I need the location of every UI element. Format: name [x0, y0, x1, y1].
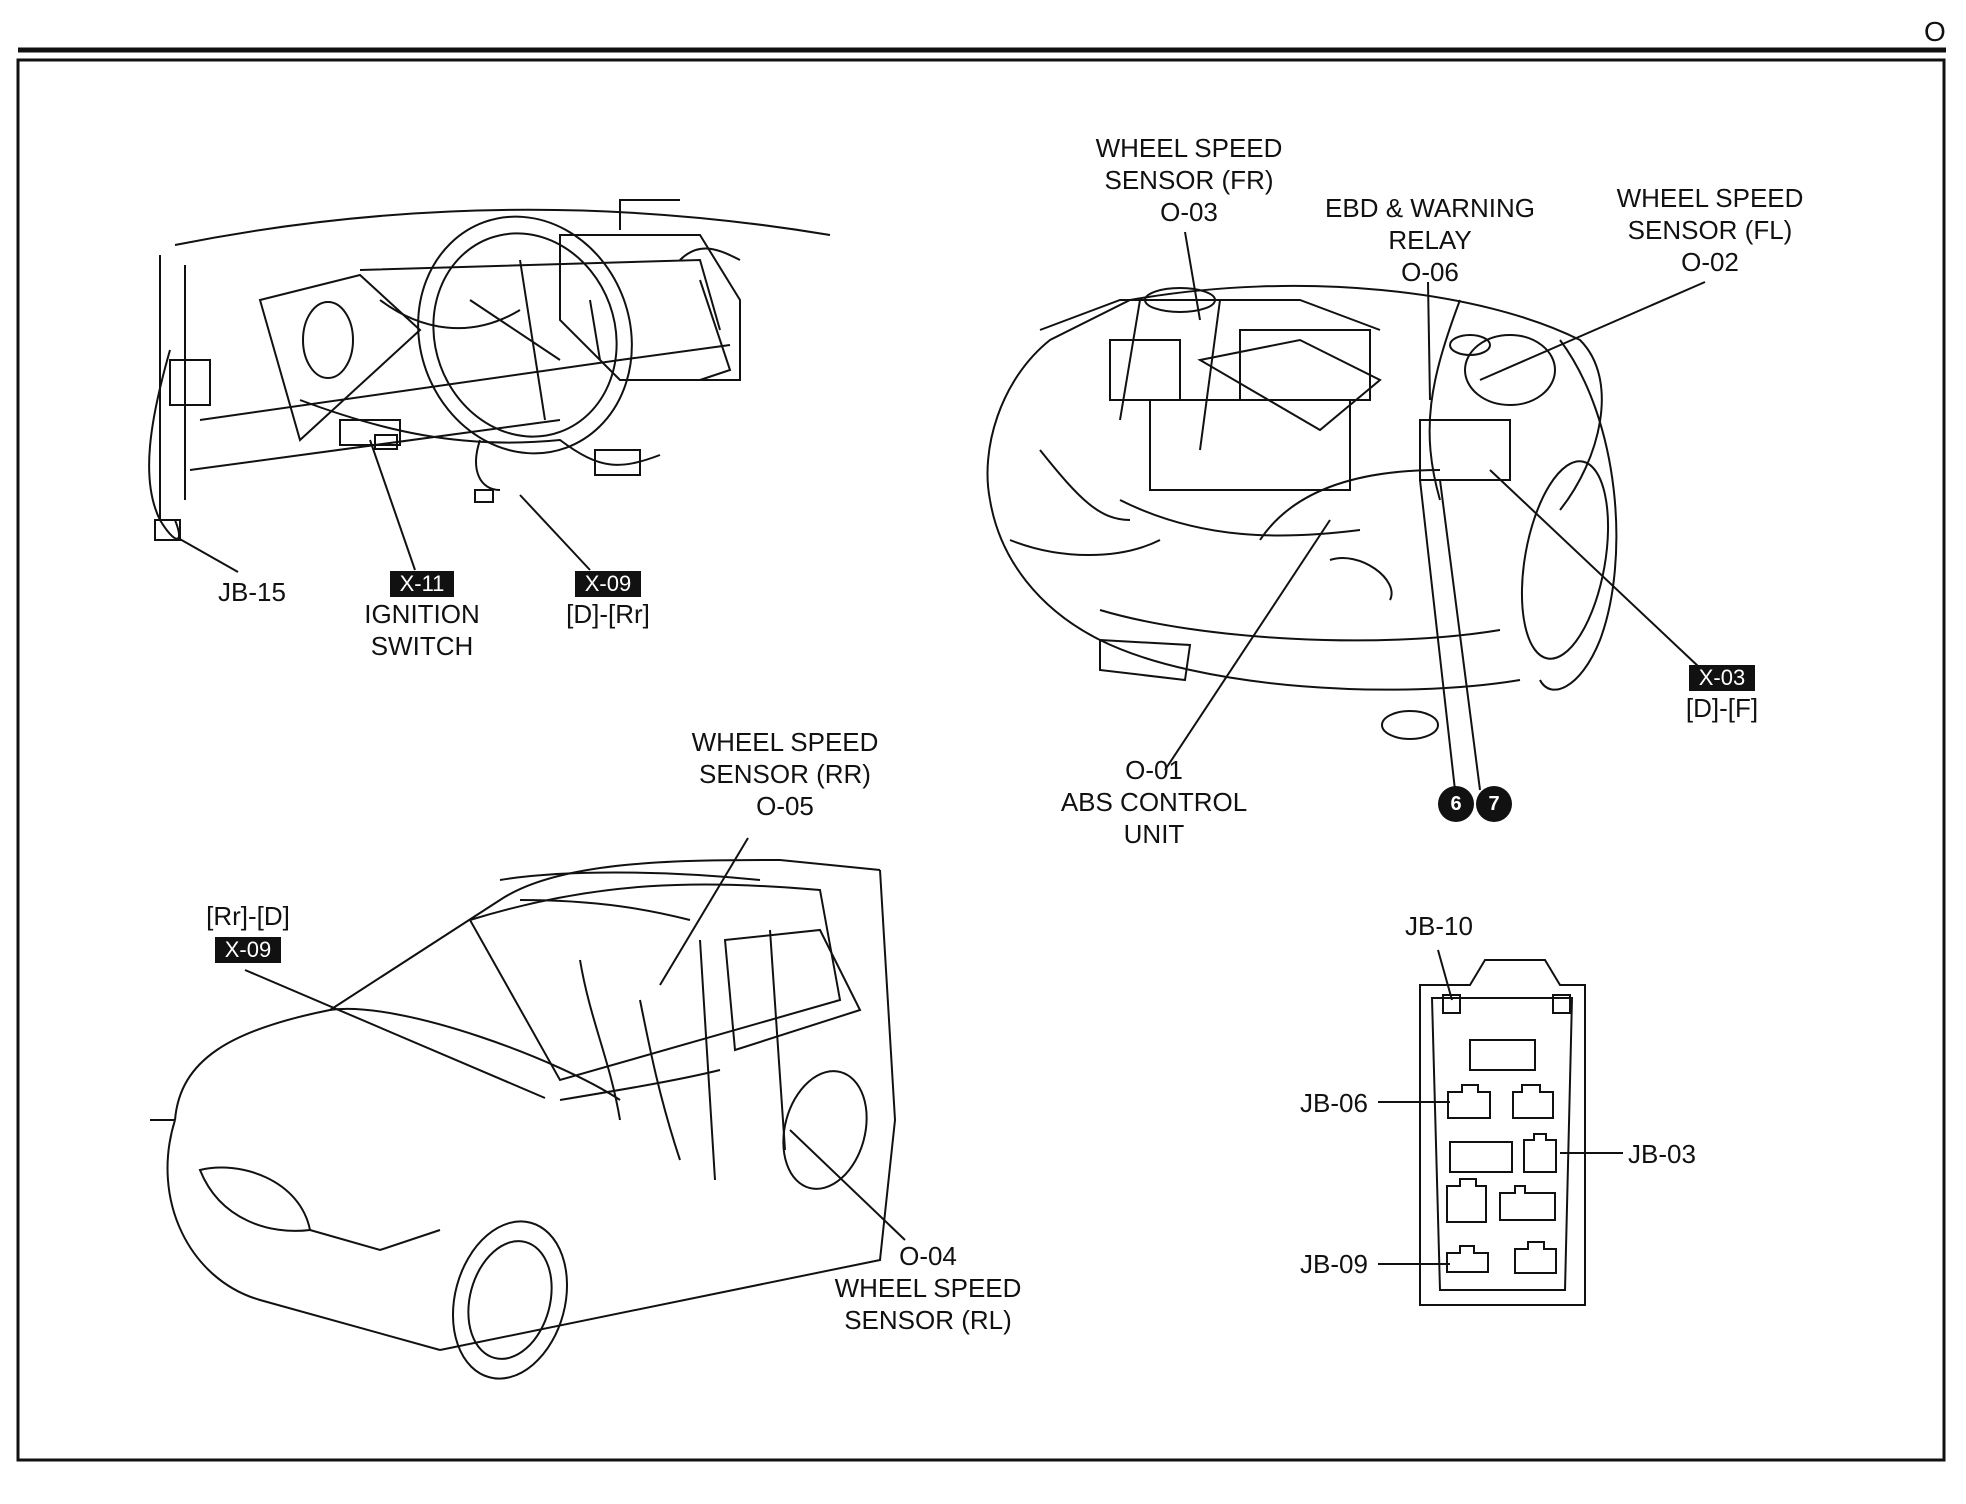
- wss-rl-line-1: O-04: [899, 1241, 957, 1271]
- engine-bay-illustration: [986, 284, 1618, 740]
- label-jb-10: JB-10: [1405, 910, 1473, 942]
- label-ebd-warning-relay: EBD & WARNING RELAY O-06: [1300, 192, 1560, 288]
- junction-box-illustration: [1419, 959, 1586, 1306]
- label-jb-15: JB-15: [218, 576, 286, 608]
- jb-09-text: JB-09: [1300, 1249, 1368, 1279]
- wss-fr-line-3: O-03: [1160, 197, 1218, 227]
- callout-circle-7: 7: [1476, 786, 1512, 822]
- label-abs-control-unit: O-01 ABS CONTROL UNIT: [1034, 754, 1274, 850]
- label-jb-03: JB-03: [1628, 1138, 1696, 1170]
- ebd-line-3: O-06: [1401, 257, 1459, 287]
- wss-fr-line-1: WHEEL SPEED: [1095, 133, 1283, 163]
- x-09-body-tag: X-09: [214, 937, 282, 963]
- jb-15-text: JB-15: [218, 577, 286, 607]
- abs-line-2: ABS CONTROL: [1060, 787, 1248, 817]
- abs-line-3: UNIT: [1123, 819, 1185, 849]
- wss-fl-line-3: O-02: [1681, 247, 1739, 277]
- label-x-11-ignition-switch: X-11 IGNITION SWITCH: [352, 566, 492, 662]
- label-wheel-speed-sensor-rl: O-04 WHEEL SPEED SENSOR (RL): [818, 1240, 1038, 1336]
- x-03-position: [D]-[F]: [1685, 693, 1759, 723]
- label-jb-09: JB-09: [1300, 1248, 1368, 1280]
- ignition-line-1: IGNITION: [364, 599, 480, 629]
- jb-06-text: JB-06: [1300, 1088, 1368, 1118]
- ebd-line-2: RELAY: [1388, 225, 1472, 255]
- abs-line-1: O-01: [1125, 755, 1183, 785]
- label-wheel-speed-sensor-fl: WHEEL SPEED SENSOR (FL) O-02: [1595, 182, 1825, 278]
- wss-fr-line-2: SENSOR (FR): [1104, 165, 1274, 195]
- page-frame: [16, 58, 1946, 1462]
- wss-rl-line-2: WHEEL SPEED: [834, 1273, 1022, 1303]
- label-x-09-dash: X-09 [D]-[Rr]: [548, 566, 668, 630]
- x-09-body-position: [Rr]-[D]: [206, 901, 290, 931]
- x-09-dash-position: [D]-[Rr]: [566, 599, 650, 629]
- jb-10-text: JB-10: [1405, 911, 1473, 941]
- page-marker: O: [1924, 16, 1946, 47]
- wss-rl-line-3: SENSOR (RL): [844, 1305, 1012, 1335]
- label-jb-06: JB-06: [1300, 1087, 1368, 1119]
- ignition-line-2: SWITCH: [370, 631, 474, 661]
- jb-03-text: JB-03: [1628, 1139, 1696, 1169]
- minivan-illustration: [150, 858, 897, 1380]
- label-x-09-body: [Rr]-[D] X-09: [198, 900, 298, 964]
- wss-rr-line-2: SENSOR (RR): [699, 759, 871, 789]
- wss-fl-line-1: WHEEL SPEED: [1616, 183, 1804, 213]
- wss-fl-line-2: SENSOR (FL): [1627, 215, 1793, 245]
- label-x-03: X-03 [D]-[F]: [1662, 660, 1782, 724]
- callout-circle-6: 6: [1438, 786, 1474, 822]
- label-wheel-speed-sensor-fr: WHEEL SPEED SENSOR (FR) O-03: [1074, 132, 1304, 228]
- x-09-dash-tag: X-09: [574, 571, 642, 597]
- ebd-line-1: EBD & WARNING: [1325, 193, 1535, 223]
- x-11-tag: X-11: [389, 571, 455, 597]
- x-03-tag: X-03: [1688, 665, 1756, 691]
- wss-rr-line-1: WHEEL SPEED: [691, 727, 879, 757]
- label-wheel-speed-sensor-rr: WHEEL SPEED SENSOR (RR) O-05: [670, 726, 900, 822]
- wss-rr-line-3: O-05: [756, 791, 814, 821]
- dashboard-illustration: [148, 199, 831, 541]
